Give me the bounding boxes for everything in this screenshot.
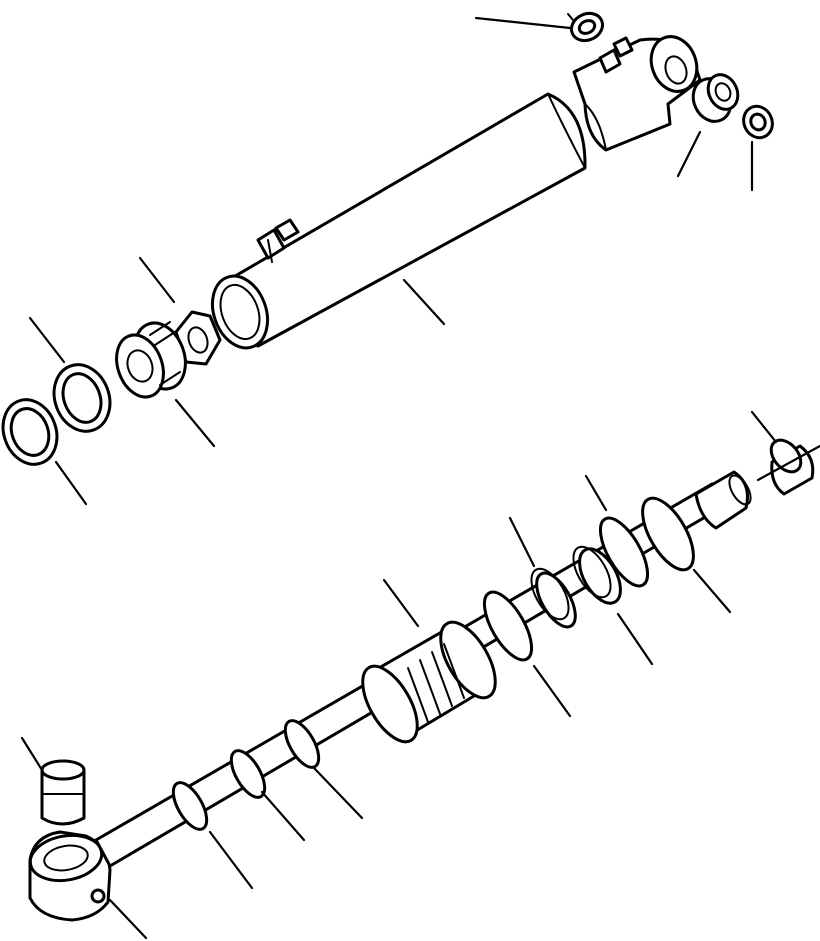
snap-ring-top (567, 11, 605, 43)
rod-ring-2 (229, 749, 267, 799)
rod-ring-3 (283, 719, 321, 769)
seal-ring-1 (52, 363, 112, 433)
rod-seal-2 (530, 567, 577, 629)
gland-head (115, 321, 187, 399)
cylinder-head-clevis (572, 35, 702, 152)
seal-ring-2 (1, 398, 59, 466)
cylinder-tube (210, 92, 587, 350)
rod-seal-4 (598, 516, 650, 588)
eye-bushing (40, 759, 86, 826)
leader-lines (20, 16, 820, 940)
rod-ring-1 (171, 781, 209, 831)
piston (361, 620, 497, 744)
snap-ring-right (742, 104, 774, 140)
rod-seal-5 (641, 496, 695, 572)
rod-seal-1 (482, 590, 534, 662)
end-bushing (769, 438, 815, 496)
rod-end-stub (694, 470, 752, 530)
clevis-bushing (691, 73, 740, 123)
